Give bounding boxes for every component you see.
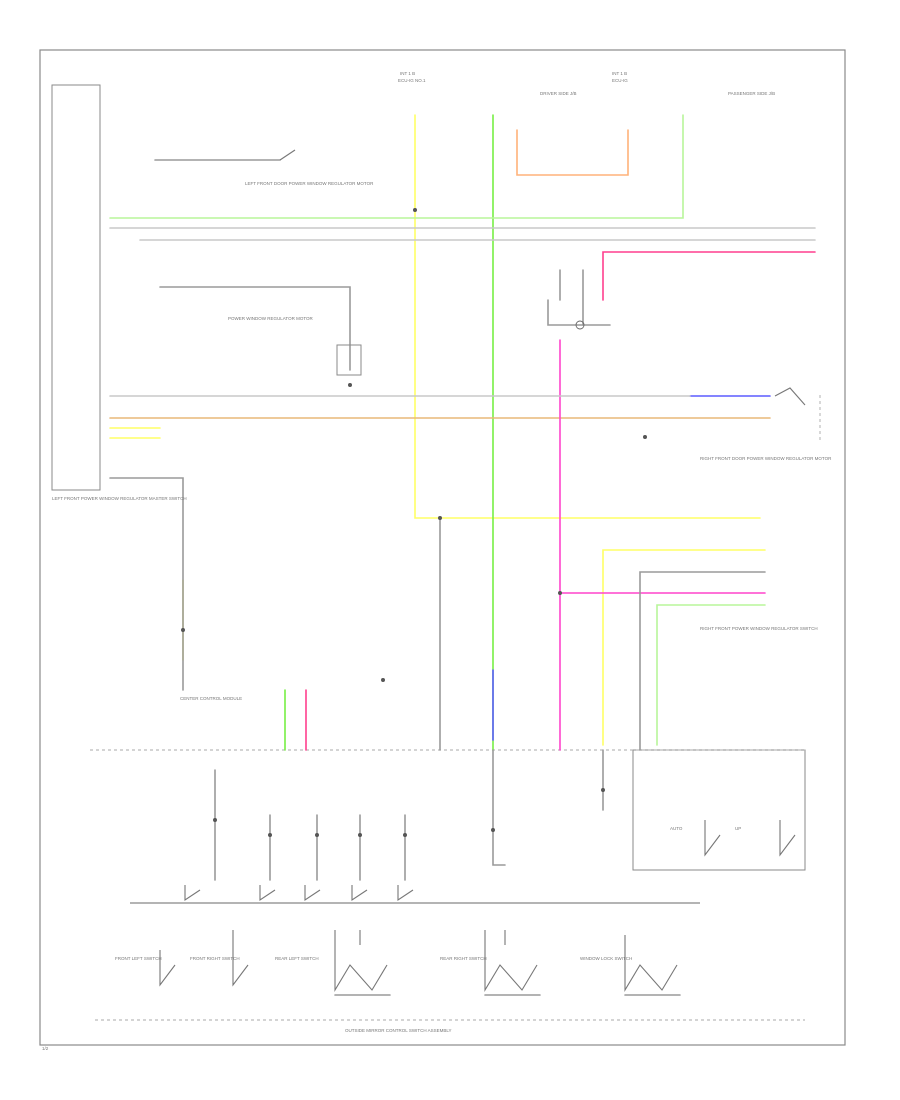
ctrl-e-switch xyxy=(624,935,678,992)
node-14 xyxy=(381,678,385,682)
wire-group-colored xyxy=(109,114,816,751)
label-ctrl-d: REAR RIGHT SWITCH xyxy=(440,956,487,961)
label-top-fuse-b: INT 1 B xyxy=(612,71,627,76)
label-module: CENTER CONTROL MODULE xyxy=(180,696,242,701)
label-mini-b: UP xyxy=(735,826,741,831)
node-8 xyxy=(403,833,407,837)
wire-green-top xyxy=(109,114,684,219)
node-5 xyxy=(268,833,272,837)
switch-bottom-c xyxy=(304,885,321,902)
label-jb-left: DRIVER SIDE J/B xyxy=(540,91,577,96)
wire-grey-e xyxy=(639,571,766,751)
footer-label: OUTSIDE MIRROR CONTROL SWITCH ASSEMBLY xyxy=(345,1028,452,1033)
switch-bottom-d xyxy=(351,885,368,902)
node-9 xyxy=(491,828,495,832)
wire-orange xyxy=(516,129,629,176)
switch-box-a xyxy=(704,820,721,857)
label-top-fuse-b-sub: ECU-IG xyxy=(612,78,628,83)
wire-grey-relay xyxy=(547,299,611,326)
label-top-fuse-a: INT 1 B xyxy=(400,71,415,76)
label-right-box-title: RIGHT FRONT POWER WINDOW REGULATOR SWITC… xyxy=(700,626,818,631)
node-6 xyxy=(315,833,319,837)
label-top-fuse-a-sub: ECU-IG NO.1 xyxy=(398,78,426,83)
node-2 xyxy=(558,591,562,595)
control-switch-groups xyxy=(159,930,681,996)
switch-left-top xyxy=(279,149,296,161)
label-ctrl-e: WINDOW LOCK SWITCH xyxy=(580,956,632,961)
label-jb-right: PASSENGER SIDE J/B xyxy=(728,91,775,96)
switch-right-top xyxy=(774,387,806,406)
right-component-box xyxy=(632,749,806,871)
relay-junction xyxy=(575,320,585,330)
wire-grey-left-vert xyxy=(109,477,184,691)
regulator-motor-box xyxy=(336,344,362,376)
wire-group-grey xyxy=(109,159,816,881)
label-left-switch: LEFT FRONT DOOR POWER WINDOW REGULATOR M… xyxy=(245,181,374,186)
label-ctrl-c: REAR LEFT SWITCH xyxy=(275,956,319,961)
left-component-box xyxy=(51,84,101,491)
label-ctrl-a: FRONT LEFT SWITCH xyxy=(115,956,162,961)
ctrl-c-switch xyxy=(334,930,388,992)
connector-dots xyxy=(181,208,647,837)
page-code: 1/2 xyxy=(42,1046,49,1051)
node-7 xyxy=(358,833,362,837)
ctrl-b-switch xyxy=(232,930,249,987)
wire-pink-top xyxy=(602,251,816,301)
node-12 xyxy=(348,383,352,387)
node-11 xyxy=(181,628,185,632)
switch-bottom-a xyxy=(184,885,201,902)
node-1 xyxy=(413,208,417,212)
switch-box-b xyxy=(779,820,796,857)
node-3 xyxy=(438,516,442,520)
wire-yellow-right xyxy=(602,549,766,746)
label-reg-motor: POWER WINDOW REGULATOR MOTOR xyxy=(228,316,314,321)
node-10 xyxy=(601,788,605,792)
text-labels: INT 1 B ECU-IG NO.1 INT 1 B ECU-IG DRIVE… xyxy=(52,71,832,961)
wire-grey-motor xyxy=(159,286,351,371)
label-mini-a: AUTO xyxy=(670,826,683,831)
wire-green-right xyxy=(656,604,766,746)
switch-bottom-e xyxy=(397,885,414,902)
label-ctrl-b: FRONT RIGHT SWITCH xyxy=(190,956,240,961)
wire-yellow-main xyxy=(414,114,761,519)
switch-bottom-b xyxy=(259,885,276,902)
label-right-switch: RIGHT FRONT DOOR POWER WINDOW REGULATOR … xyxy=(700,456,832,461)
node-13 xyxy=(643,435,647,439)
ctrl-d-switch xyxy=(484,930,538,992)
label-left-box-title: LEFT FRONT POWER WINDOW REGULATOR MASTER… xyxy=(52,496,187,501)
switch-symbols xyxy=(184,149,806,902)
ctrl-a-switch xyxy=(159,950,176,987)
wire-grey-ground xyxy=(492,749,506,866)
diagram-frame xyxy=(39,49,846,1046)
node-4 xyxy=(213,818,217,822)
